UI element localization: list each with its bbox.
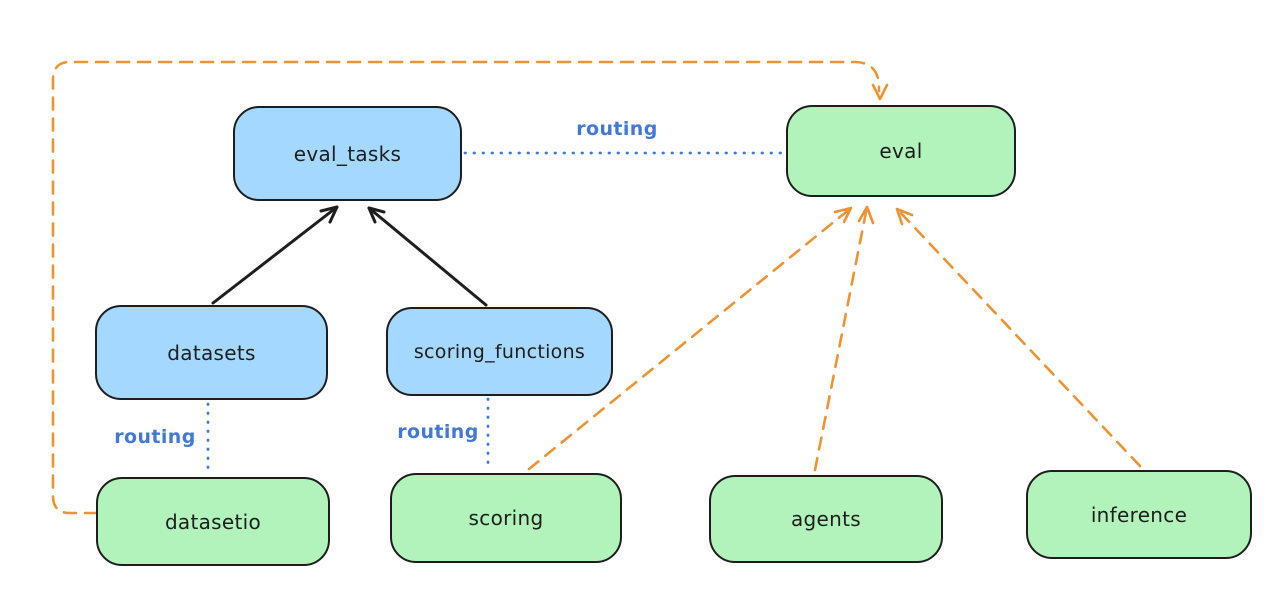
node-agents-label: agents (791, 507, 861, 531)
node-scoring-label: scoring (468, 506, 544, 530)
node-inference-label: inference (1090, 502, 1188, 527)
edge-scoring-functions-to-eval-tasks (367, 206, 488, 307)
arrowhead-datasetio-to-eval (871, 83, 889, 101)
arrowhead-inference-to-eval (895, 207, 914, 226)
node-inference: inference (1026, 470, 1252, 559)
node-agents: agents (709, 475, 943, 563)
node-eval-label: eval (879, 139, 923, 163)
node-scoring-functions: scoring_functions (386, 307, 613, 396)
edge-datasets-to-eval-tasks-line (211, 205, 339, 305)
arrowhead-scoring-to-eval (833, 206, 853, 224)
node-datasets: datasets (95, 305, 328, 400)
edge-inference-to-eval (895, 207, 1142, 468)
edge-scoring-functions-to-eval-tasks-line (367, 206, 488, 307)
node-eval-tasks: eval_tasks (233, 106, 462, 201)
node-eval: eval (786, 105, 1016, 197)
node-scoring-functions-label: scoring_functions (413, 340, 586, 363)
node-datasetio: datasetio (96, 477, 330, 566)
edge-inference-to-eval-line (895, 207, 1142, 468)
node-datasetio-label: datasetio (164, 509, 262, 534)
edge-scoring-to-eval (527, 206, 853, 471)
edge-datasetio-to-eval (51, 60, 889, 515)
arrowhead-datasets-to-eval-tasks (319, 205, 339, 224)
routing-label-datasets-datasetio: routing (114, 426, 196, 448)
edge-agents-to-eval (813, 205, 875, 472)
edge-agents-to-eval-line (813, 205, 869, 472)
node-datasets-label: datasets (167, 340, 256, 365)
edge-datasets-to-eval-tasks (211, 205, 339, 305)
routing-label-scoring-functions-scoring: routing (397, 421, 479, 443)
routing-label-eval-tasks-eval: routing (576, 118, 658, 140)
edge-scoring-to-eval-line (527, 206, 853, 471)
node-eval-tasks-label: eval_tasks (293, 141, 402, 166)
arrowhead-scoring-functions-to-eval-tasks (367, 206, 386, 224)
arrowhead-agents-to-eval (857, 205, 875, 225)
edge-datasetio-to-eval-line (51, 60, 881, 515)
node-scoring: scoring (390, 473, 622, 563)
